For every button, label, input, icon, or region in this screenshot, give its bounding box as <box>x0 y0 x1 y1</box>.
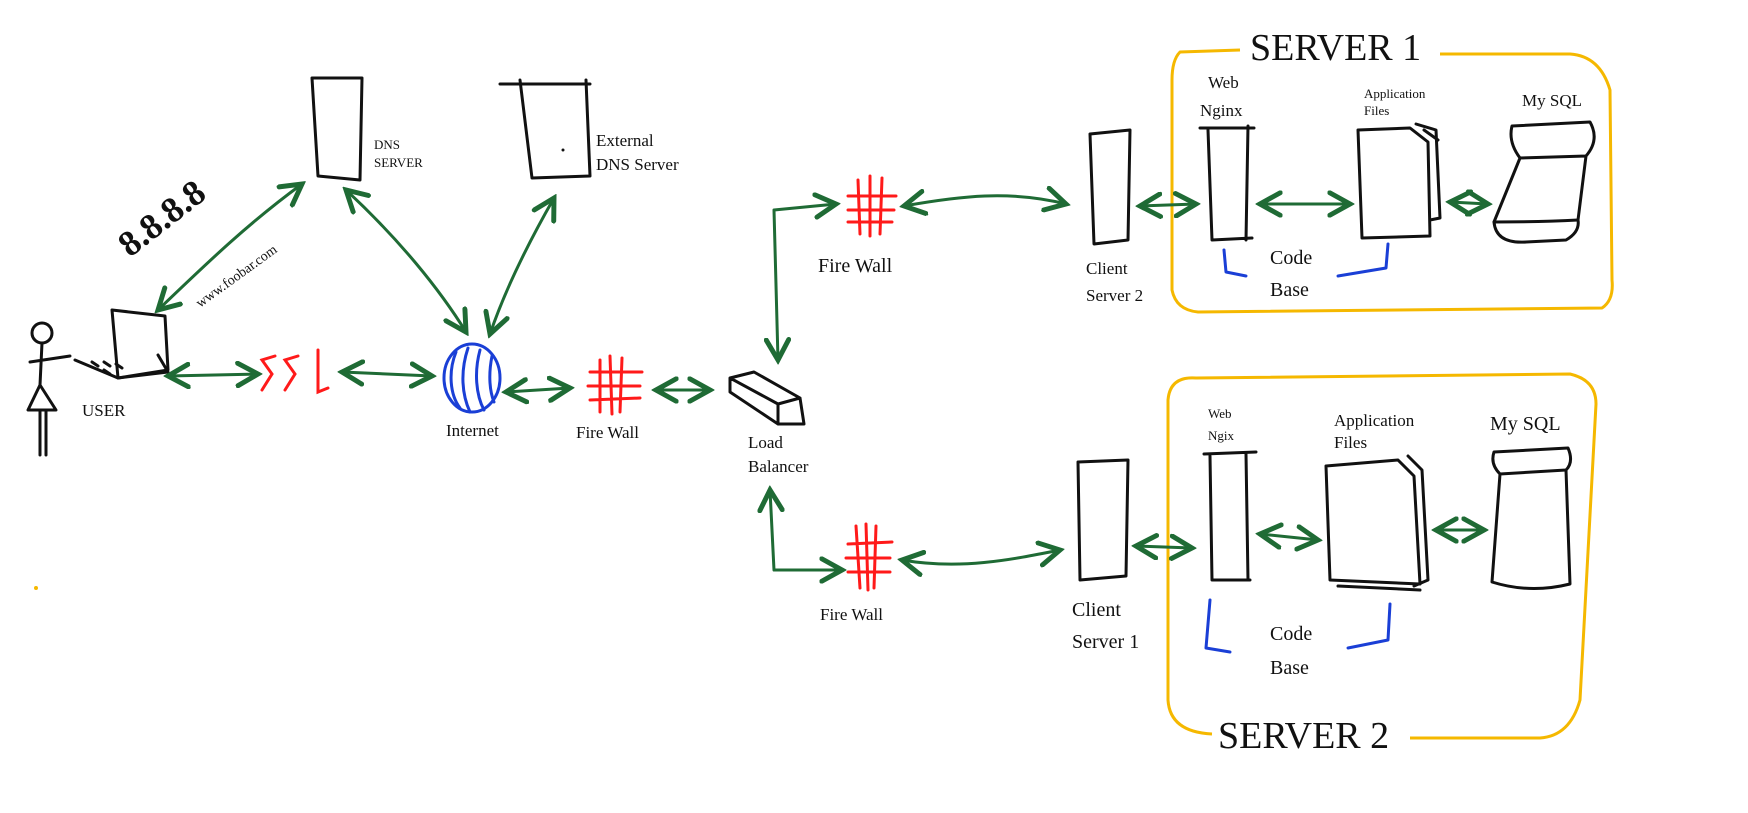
server2-mysql-label: My SQL <box>1490 413 1561 435</box>
arrow-dns-internet <box>346 190 466 332</box>
server2-code-base-bracket-right <box>1346 602 1392 650</box>
server2-outline <box>1166 372 1598 740</box>
server1-app-files-label-line1: Application <box>1364 86 1426 101</box>
server2-code-base-label-line1: Code <box>1270 623 1312 645</box>
server2-app-files-label-line2: Files <box>1334 433 1367 452</box>
arrow-loadbalancer-firewall-bottom <box>770 490 842 570</box>
server1-web-label-line2: Nginx <box>1200 101 1243 120</box>
firewall-top-label: Fire Wall <box>818 255 893 277</box>
arrow-user-ssl <box>168 374 258 376</box>
server2-code-base-bracket-left <box>1204 598 1232 654</box>
server1-outline <box>1170 48 1614 314</box>
domain-label: www.foobar.com <box>194 242 281 311</box>
server2-web-label-line2: Ngix <box>1208 428 1235 443</box>
server1-web-nginx-icon <box>1198 124 1256 242</box>
server1-code-base-bracket-right <box>1336 242 1390 278</box>
server1-mysql-label: My SQL <box>1522 91 1582 110</box>
arrow-externaldns-internet <box>490 198 554 334</box>
client-server-bottom-icon <box>1076 458 1130 582</box>
server1-app-files-label-line2: Files <box>1364 103 1389 118</box>
internet-label: Internet <box>446 421 499 440</box>
server2-code-base-label-line2: Base <box>1270 657 1309 679</box>
client-server-bottom-label-line2: Server 1 <box>1072 631 1139 653</box>
arrow-internet-firewall <box>506 388 570 392</box>
load-balancer-label-line2: Balancer <box>748 457 809 476</box>
server1-code-base-label-line2: Base <box>1270 279 1309 301</box>
firewall-bottom-label: Fire Wall <box>820 605 883 624</box>
load-balancer-label-line1: Load <box>748 433 783 452</box>
arrow-client-bottom-web <box>1136 546 1192 548</box>
client-server-bottom-label-line1: Client <box>1072 599 1121 621</box>
laptop-icon <box>73 308 170 380</box>
internet-globe-icon <box>442 342 502 414</box>
firewall-bottom-icon <box>844 522 894 592</box>
server1-web-label-line1: Web <box>1208 73 1239 92</box>
server2-web-ngix-icon <box>1202 450 1258 582</box>
dns-server-label-line2: SERVER <box>374 155 423 170</box>
client-server-top-label-line1: Client <box>1086 259 1128 278</box>
server2-application-files-icon <box>1324 454 1430 592</box>
server1-mysql-database-icon <box>1492 120 1596 244</box>
dns-server-icon <box>310 76 364 182</box>
arrow-server1-app-db <box>1450 202 1488 204</box>
firewall-main-label: Fire Wall <box>576 423 639 442</box>
arrow-firewall-top-client <box>904 196 1066 206</box>
server1-title: SERVER 1 <box>1250 27 1421 69</box>
server2-web-label-line1: Web <box>1208 406 1232 421</box>
firewall-top-icon <box>846 174 898 238</box>
ip-address-label: 8.8.8.8 <box>110 172 213 264</box>
server1-code-base-bracket-left <box>1222 248 1248 278</box>
server1-code-base-label-line1: Code <box>1270 247 1312 269</box>
server1-application-files-icon <box>1356 122 1442 240</box>
client-server-top-icon <box>1088 128 1132 246</box>
arrow-client-top-web <box>1140 204 1196 206</box>
server2-app-files-label-line1: Application <box>1334 411 1415 430</box>
dns-server-label-line1: DNS <box>374 137 400 152</box>
arrow-ssl-internet <box>342 372 432 376</box>
external-dns-label-line2: DNS Server <box>596 155 679 174</box>
server2-mysql-database-icon <box>1490 446 1573 591</box>
ssl-icon <box>259 348 330 395</box>
external-dns-label-line1: External <box>596 131 654 150</box>
client-server-top-label-line2: Server 2 <box>1086 286 1143 305</box>
firewall-main-icon <box>586 354 644 416</box>
arrow-loadbalancer-firewall-top <box>774 204 836 360</box>
connection-arrows <box>158 184 1488 570</box>
stray-dot <box>34 586 38 590</box>
arrow-server2-web-app <box>1260 534 1318 540</box>
user-label: USER <box>82 401 126 420</box>
arrow-firewall-bottom-client <box>902 550 1060 564</box>
arrow-user-dns <box>158 184 302 310</box>
server2-title: SERVER 2 <box>1218 715 1389 757</box>
user-stick-figure <box>26 321 72 457</box>
load-balancer-icon <box>728 370 806 426</box>
external-dns-server-icon <box>498 78 592 180</box>
